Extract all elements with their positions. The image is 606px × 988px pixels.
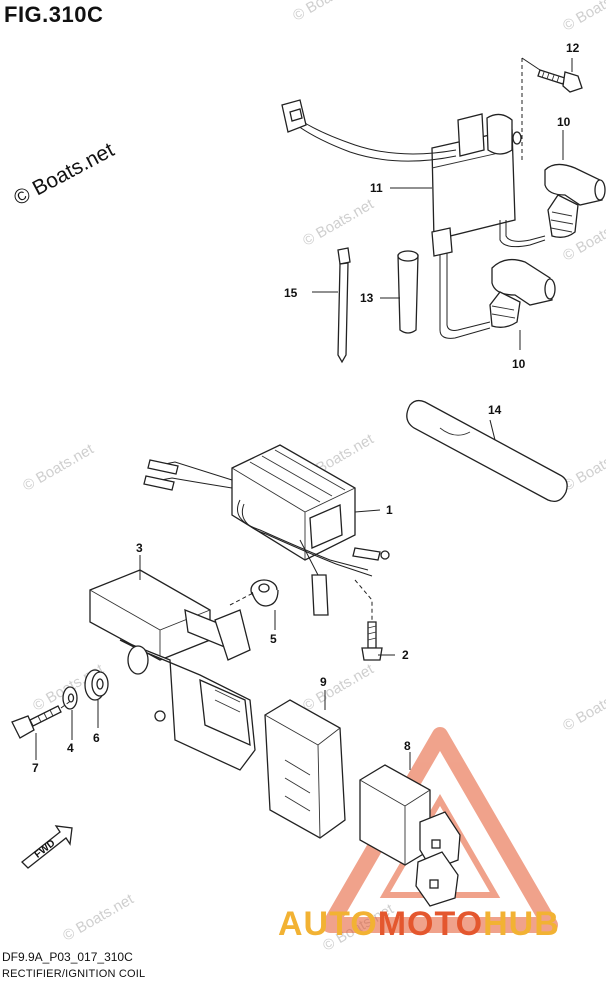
bolt-part-7[interactable] (11, 699, 73, 739)
plug-cap-part-10-upper[interactable] (544, 163, 606, 238)
figure-title: FIG.310C (4, 2, 104, 27)
cable-tie-part-15[interactable] (337, 247, 351, 364)
bracket-part-3[interactable] (89, 569, 265, 771)
fwd-arrow: FWD (21, 825, 73, 869)
callout-2: 2 (402, 648, 409, 662)
brand-watermark: AUTOMOTOHUB (278, 905, 560, 944)
brand-part-hub: HUB (483, 905, 560, 943)
callout-4: 4 (67, 741, 74, 755)
callout-3: 3 (136, 541, 143, 555)
sleeve-part-13[interactable] (397, 250, 419, 334)
callout-11: 11 (370, 181, 383, 195)
callout-10-lower: 10 (512, 357, 526, 371)
protector-tube-part-14[interactable] (406, 399, 568, 503)
callout-5: 5 (270, 632, 277, 646)
callout-14: 14 (488, 403, 502, 417)
callouts: 12 10 11 15 13 10 14 1 2 3 5 9 8 6 4 7 (32, 41, 580, 775)
bolt-part-12[interactable] (521, 57, 583, 160)
callout-1: 1 (386, 503, 393, 517)
relay-part-8[interactable] (359, 764, 461, 907)
brand-part-moto: MOTO (377, 905, 484, 943)
callout-7: 7 (32, 761, 39, 775)
grommet-part-5[interactable] (250, 579, 279, 607)
brand-part-auto: AUTO (278, 905, 378, 943)
figure-name: RECTIFIER/IGNITION COIL (2, 968, 146, 980)
callout-8: 8 (404, 739, 411, 753)
washer-part-4[interactable] (62, 686, 78, 710)
bolt-part-2[interactable] (361, 621, 383, 661)
grommet-part-6[interactable] (84, 669, 109, 701)
callout-12: 12 (566, 41, 580, 55)
callout-10-upper: 10 (557, 115, 571, 129)
rectifier-part-1[interactable] (143, 444, 390, 620)
callout-6: 6 (93, 731, 100, 745)
callout-13: 13 (360, 291, 374, 305)
ignition-coil-part-11[interactable] (281, 99, 546, 339)
figure-code: DF9.9A_P03_017_310C (2, 950, 133, 964)
leader-lines (35, 58, 573, 770)
plug-cap-part-10-lower[interactable] (489, 258, 556, 328)
cover-part-9[interactable] (264, 699, 346, 839)
callout-15: 15 (284, 286, 298, 300)
callout-9: 9 (320, 675, 327, 689)
